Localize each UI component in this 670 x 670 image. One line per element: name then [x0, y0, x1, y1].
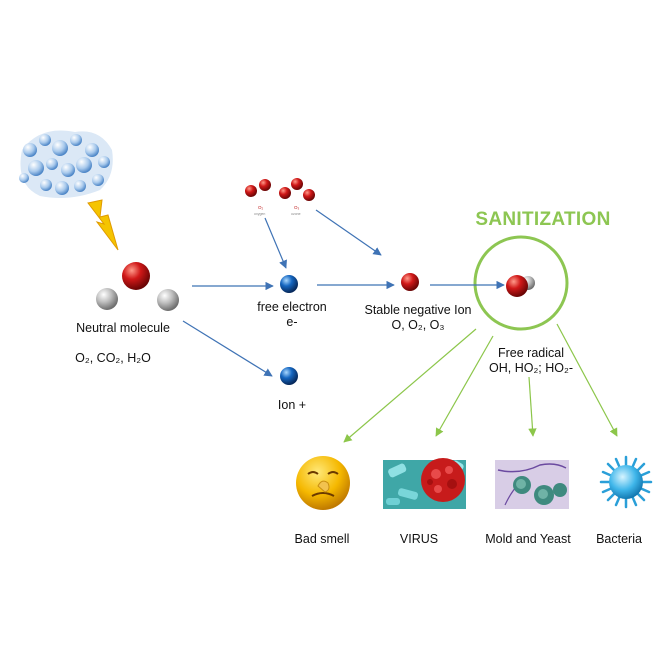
arrow-molecule-to-ion-plus: [182, 320, 273, 377]
oxygen-molecules-icon: O₂ oxygen O₃ ozone: [245, 178, 315, 216]
free-electron-name: free electron: [257, 300, 327, 314]
neutral-molecule-formula: O₂, CO₂, H₂O: [75, 351, 151, 366]
svg-text:O₂: O₂: [258, 205, 264, 210]
neutral-molecule-formula-text: O₂, CO₂, H₂O: [75, 351, 151, 365]
bacteria-icon: [599, 455, 653, 509]
target-virus-label: VIRUS: [400, 532, 438, 547]
target-mold-label: Mold and Yeast: [485, 532, 571, 547]
target-bacteria-text: Bacteria: [596, 532, 642, 546]
bad-smell-emoji-icon: [296, 456, 350, 510]
arrow-oxygen-to-negative-ion: [315, 209, 382, 256]
sanitization-circle: [473, 235, 569, 331]
free-radical-formula: OH, HO₂; HO₂-: [488, 361, 574, 375]
electron-sphere-icon: [280, 275, 298, 293]
mold-yeast-icon: [495, 460, 569, 509]
radical-molecule-icon: [506, 275, 535, 297]
negative-ion-sphere-icon: [401, 273, 419, 291]
free-electron-symbol: e-: [286, 315, 298, 329]
svg-text:ozone: ozone: [291, 212, 301, 216]
target-bad-smell-label: Bad smell: [295, 532, 350, 547]
neutral-molecule-name: Neutral molecule: [76, 321, 170, 335]
stable-negative-ion-formula: O, O₂, O₃: [391, 318, 445, 332]
free-radical-label: Free radical OH, HO₂; HO₂-: [489, 346, 573, 376]
stable-negative-ion-name: Stable negative Ion: [364, 303, 472, 317]
virus-icon: [383, 458, 466, 509]
arrow-oxygen-to-electron: [264, 217, 287, 269]
sanitization-title-text: SANITIZATION: [475, 209, 611, 230]
neutral-molecule-label: Neutral molecule: [76, 321, 170, 336]
lightning-bolt-icon: [87, 199, 119, 251]
target-bad-smell-text: Bad smell: [294, 532, 350, 546]
free-radical-name: Free radical: [497, 346, 564, 360]
ion-sphere-icon: [280, 367, 298, 385]
target-virus-text: VIRUS: [399, 532, 439, 546]
svg-text:oxygen: oxygen: [254, 212, 265, 216]
arrow-to-mold: [528, 376, 537, 437]
sanitization-title: SANITIZATION: [475, 209, 610, 231]
arrow-to-bacteria: [556, 323, 618, 437]
water-droplets-icon: [19, 130, 113, 198]
arrow-to-bad-smell: [343, 328, 477, 443]
arrow-to-virus: [435, 335, 494, 437]
free-electron-label: free electron e-: [257, 300, 326, 330]
target-bacteria-label: Bacteria: [596, 532, 642, 547]
ion-plus-name: Ion +: [277, 398, 307, 412]
target-mold-text: Mold and Yeast: [485, 532, 571, 546]
stable-negative-ion-label: Stable negative Ion O, O₂, O₃: [364, 303, 471, 333]
water-molecule-icon: [96, 262, 179, 311]
ion-plus-label: Ion +: [278, 398, 306, 413]
svg-text:O₃: O₃: [294, 205, 300, 210]
